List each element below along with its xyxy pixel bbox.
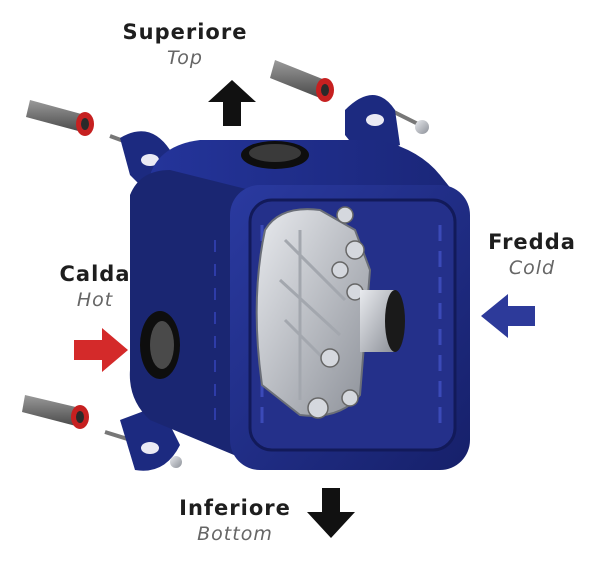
label-cold: Fredda Cold: [482, 232, 582, 278]
label-hot-it: Calda: [59, 262, 131, 286]
label-cold-en: Cold: [508, 257, 556, 279]
label-bottom-en: Bottom: [197, 523, 273, 545]
label-bottom: Inferiore Bottom: [160, 498, 310, 544]
label-bottom-it: Inferiore: [179, 496, 291, 520]
label-hot-en: Hot: [76, 289, 114, 311]
arrow-cold-in-icon: [481, 294, 535, 338]
arrow-up-icon: [208, 80, 256, 126]
valve-body: [255, 206, 405, 419]
arrow-hot-in-icon: [74, 328, 128, 372]
label-top-it: Superiore: [122, 20, 248, 44]
label-top-en: Top: [167, 47, 203, 69]
label-hot: Calda Hot: [45, 264, 145, 310]
arrow-down-icon: [307, 488, 355, 538]
label-cold-it: Fredda: [488, 230, 576, 254]
label-top: Superiore Top: [110, 22, 260, 68]
